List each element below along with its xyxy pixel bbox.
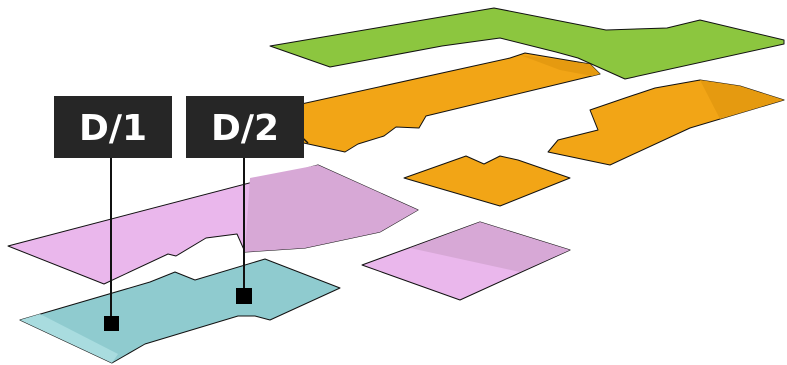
marker-d2 xyxy=(236,288,252,304)
floor-slab-orange-right-shade xyxy=(700,80,784,119)
floor-slab-pink-small-shade xyxy=(410,222,570,272)
floor-slab-orange-small xyxy=(403,155,571,207)
floor-slab-teal xyxy=(19,258,341,364)
floor-slab-orange-long xyxy=(264,52,601,153)
callout-d2-box xyxy=(186,96,304,158)
callout-d1-label: D/1 xyxy=(79,108,147,149)
floor-slab-teal-light xyxy=(20,314,118,363)
callout-d2: D/2 xyxy=(186,96,304,158)
callout-d1: D/1 xyxy=(54,96,172,158)
floor-slab-orange-long-shade xyxy=(520,55,600,76)
floor-slab-green xyxy=(269,7,785,80)
callout-d1-box xyxy=(54,96,172,158)
callout-d2-label: D/2 xyxy=(211,108,279,149)
marker-d1 xyxy=(104,316,119,331)
floor-slab-pink-long-shade xyxy=(245,165,418,252)
